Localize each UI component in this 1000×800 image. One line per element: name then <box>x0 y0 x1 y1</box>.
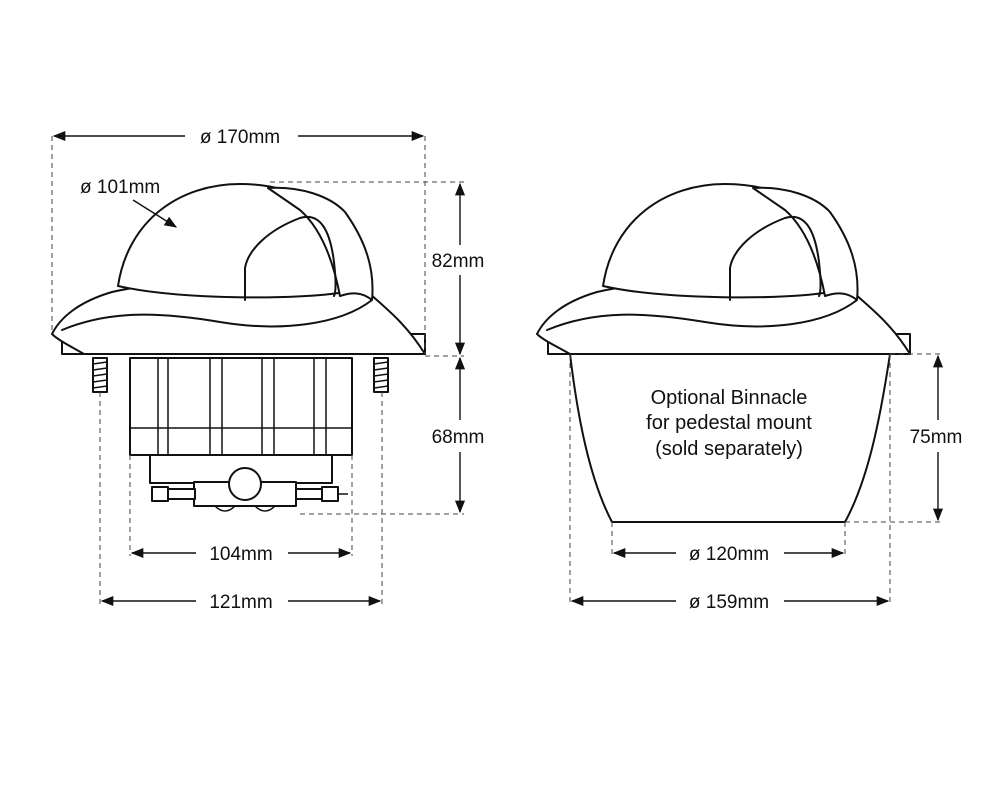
binnacle-top-diameter-label: ø 159mm <box>689 592 769 613</box>
inner-width-label: 104mm <box>209 544 272 565</box>
binnacle-bottom-diameter-label: ø 120mm <box>689 544 769 565</box>
compass-hood <box>267 186 374 301</box>
left-dimension-lines <box>51 130 466 607</box>
outer-width-label: 121mm <box>209 592 272 613</box>
binnacle-note: Optional Binnacle for pedestal mount (so… <box>646 387 812 460</box>
right-compass-hood <box>752 186 859 301</box>
bottom-height-label: 68mm <box>432 427 485 448</box>
binnacle-note-line-2: for pedestal mount <box>646 412 812 434</box>
overall-diameter-label: ø 170mm <box>200 127 280 148</box>
below-deck-housing <box>129 357 353 512</box>
right-dimension-labels: 75mm ø 120mm ø 159mm <box>689 427 963 613</box>
top-height-label: 82mm <box>432 251 485 272</box>
left-dimension-labels: ø 170mm ø 101mm 82mm 68mm 104mm 121mm <box>80 127 484 613</box>
mounting-stud-left <box>92 357 108 393</box>
binnacle-note-line-1: Optional Binnacle <box>651 387 808 409</box>
binnacle-height-label: 75mm <box>910 427 963 448</box>
binnacle-note-line-3: (sold separately) <box>655 438 803 460</box>
compass-binnacle-view <box>536 183 911 523</box>
compass-flush-mount-view <box>51 183 426 512</box>
right-dimension-lines <box>569 353 944 607</box>
mounting-stud-right <box>373 357 389 393</box>
dome-diameter-label: ø 101mm <box>80 177 160 198</box>
